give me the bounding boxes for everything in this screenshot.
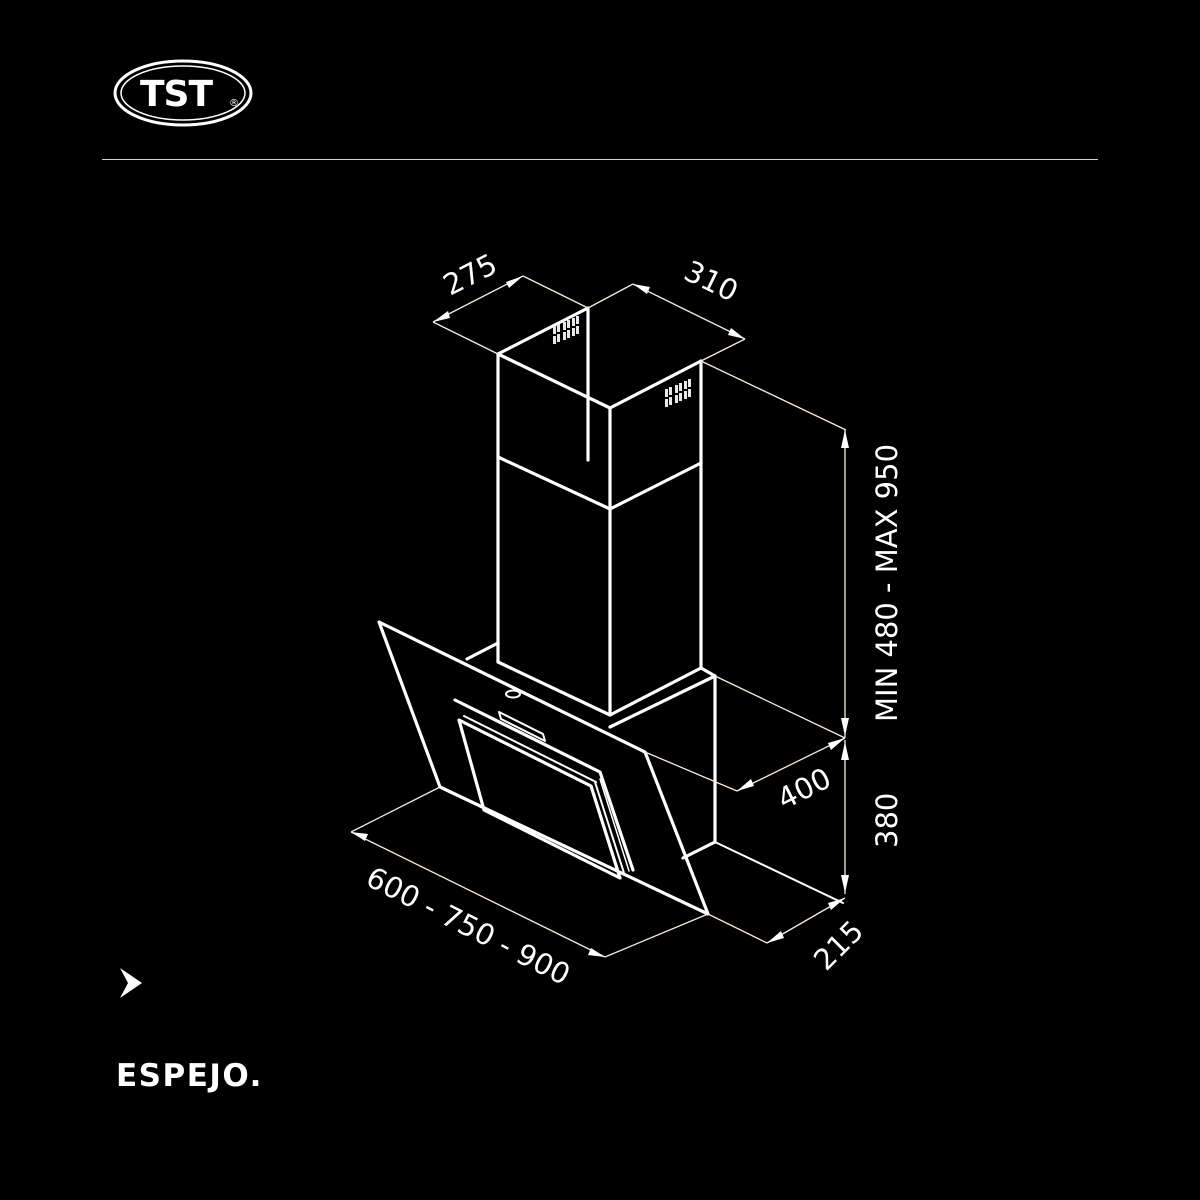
dim-hood-height: 380 [870,793,904,848]
dim-chimney-depth: 275 [438,247,503,302]
chevron-right-arrow-icon [120,968,142,998]
header-divider [102,159,1098,160]
dim-hood-width: 600 - 750 - 900 [361,860,576,992]
tst-logo: TST ® [113,59,253,127]
dim-chimney-width: 310 [679,254,744,309]
chimney [496,306,703,717]
hood-body [465,641,844,904]
product-title: ESPEJO. [116,1058,263,1094]
dim-chimney-height: MIN 480 - MAX 950 [870,444,904,722]
dimension-lines [350,275,849,958]
vent-grille-right [665,379,691,407]
logo-text: TST [140,74,213,115]
vent-grille-left [553,316,579,344]
registered-mark: ® [229,98,239,109]
dim-hood-base-depth: 215 [807,914,870,977]
